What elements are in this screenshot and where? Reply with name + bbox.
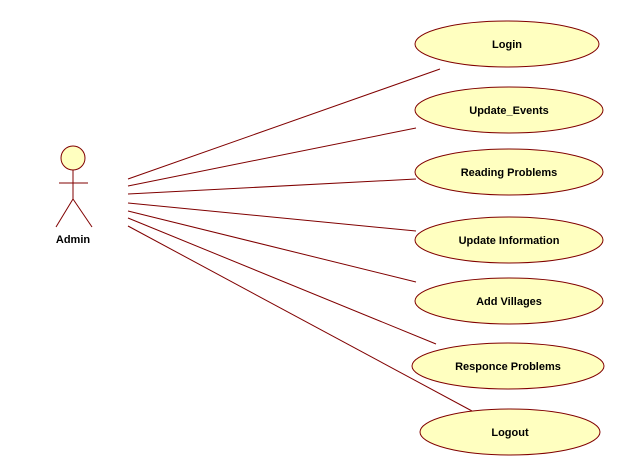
- use-case-ellipse: [414, 20, 600, 68]
- use-case-add-villages: Add Villages: [414, 277, 604, 325]
- use-case-ellipse: [414, 86, 604, 134]
- association-responce-problems: [127, 217, 437, 345]
- use-case-ellipse: [411, 342, 605, 390]
- use-case-update-events: Update_Events: [414, 86, 604, 134]
- association-add-villages: [127, 210, 417, 283]
- use-case-ellipse: [414, 277, 604, 325]
- use-case-login: Login: [414, 20, 600, 68]
- associations: [127, 68, 473, 412]
- use-case-logout: Logout: [419, 408, 601, 456]
- use-case-label: Responce Problems: [455, 361, 561, 373]
- association-update-information: [127, 202, 417, 232]
- use-case-ellipse: [414, 148, 604, 196]
- use-case-ellipse: [414, 216, 604, 264]
- association-update-events: [127, 127, 417, 187]
- association-reading-problems: [127, 178, 417, 195]
- actor-label: Admin: [56, 234, 91, 246]
- use-case-update-information: Update Information: [414, 216, 604, 264]
- association-login: [127, 68, 441, 180]
- actor-admin: Admin: [55, 145, 93, 246]
- use-case-reading-problems: Reading Problems: [414, 148, 604, 196]
- use-case-label: Add Villages: [476, 296, 542, 308]
- actor-right-leg: [72, 198, 93, 228]
- actor-head: [60, 145, 86, 171]
- use-case-label: Update Information: [459, 235, 560, 247]
- use-case-label: Logout: [491, 427, 529, 439]
- use-case-label: Reading Problems: [461, 167, 558, 179]
- use-case-ellipse: [419, 408, 601, 456]
- association-logout: [127, 225, 473, 412]
- use-case-label: Update_Events: [469, 105, 548, 117]
- use-case-responce-problems: Responce Problems: [411, 342, 605, 390]
- actor-left-leg: [55, 198, 74, 228]
- use-case-label: Login: [492, 39, 522, 51]
